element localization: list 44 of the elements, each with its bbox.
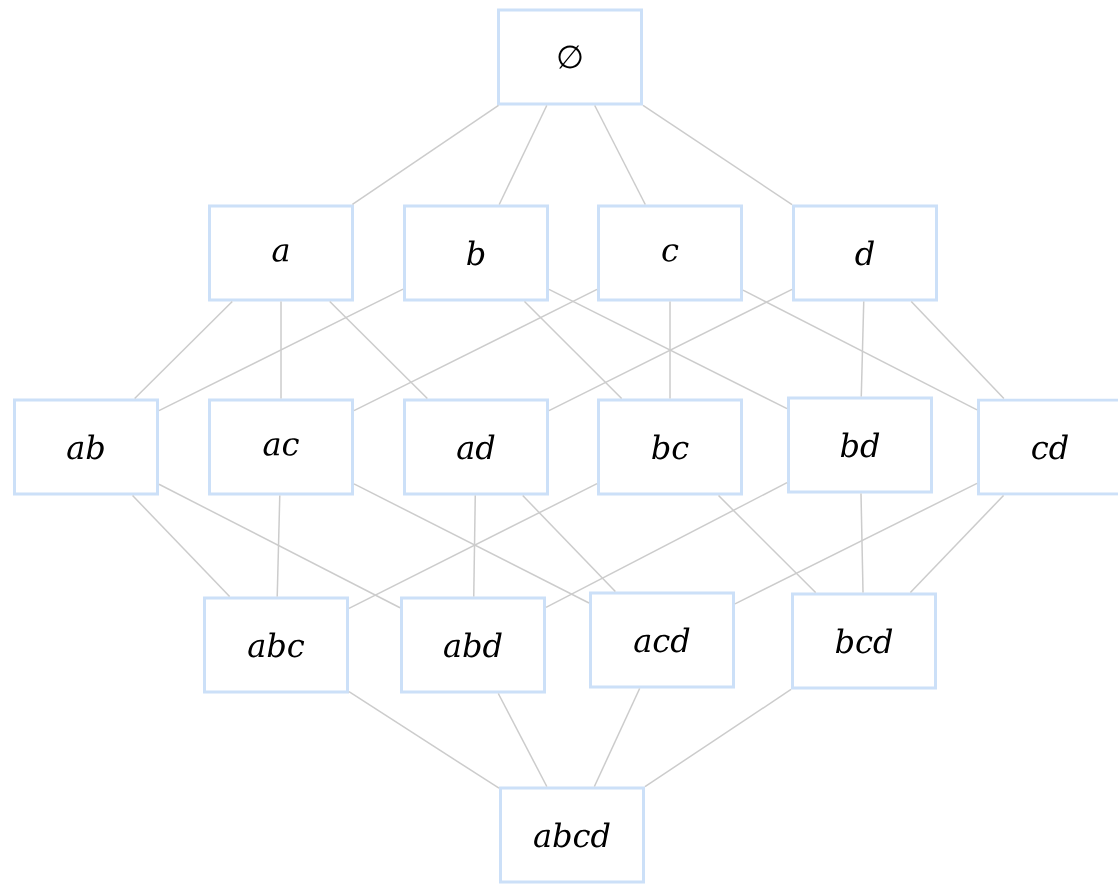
connector-line — [545, 481, 788, 609]
connector-line — [910, 300, 1005, 400]
connector-line — [717, 494, 817, 594]
connector-line — [276, 494, 281, 598]
connector-line — [909, 494, 1005, 594]
connector-line — [498, 104, 548, 206]
set-box: a — [208, 204, 354, 302]
connector-line — [593, 687, 641, 788]
connector-line — [594, 104, 647, 206]
connector-line — [497, 692, 548, 788]
connector-line — [353, 288, 598, 412]
set-box: bc — [597, 398, 743, 496]
set-box: bd — [787, 396, 933, 494]
connector-line — [734, 482, 978, 605]
connector-line — [521, 494, 617, 593]
connector-line — [642, 104, 793, 206]
set-box: cd — [977, 398, 1118, 496]
connector-line — [742, 289, 978, 411]
set-box: bcd — [791, 592, 937, 690]
connector-line — [158, 483, 401, 609]
set-box: c — [597, 204, 743, 302]
connector-line — [280, 300, 282, 400]
connector-line — [644, 688, 792, 788]
connector-line — [351, 104, 500, 206]
connector-line — [860, 492, 864, 594]
set-box: b — [403, 204, 549, 302]
set-box: abc — [203, 596, 349, 694]
connector-line — [669, 300, 671, 400]
set-box: ac — [208, 398, 354, 496]
connector-line — [860, 300, 865, 398]
connector-line — [523, 300, 623, 400]
set-box: ab — [13, 398, 159, 496]
connector-line — [158, 288, 404, 412]
set-box: acd — [589, 591, 735, 689]
set-box: d — [792, 204, 938, 302]
set-box: ∅ — [497, 8, 643, 106]
set-box: abd — [400, 596, 546, 694]
connector-line — [348, 691, 500, 789]
connector-line — [131, 494, 231, 598]
connector-line — [329, 300, 429, 400]
set-box: ad — [403, 398, 549, 496]
connector-line — [133, 300, 233, 400]
set-box: abcd — [499, 786, 645, 884]
connector-line — [473, 494, 476, 598]
